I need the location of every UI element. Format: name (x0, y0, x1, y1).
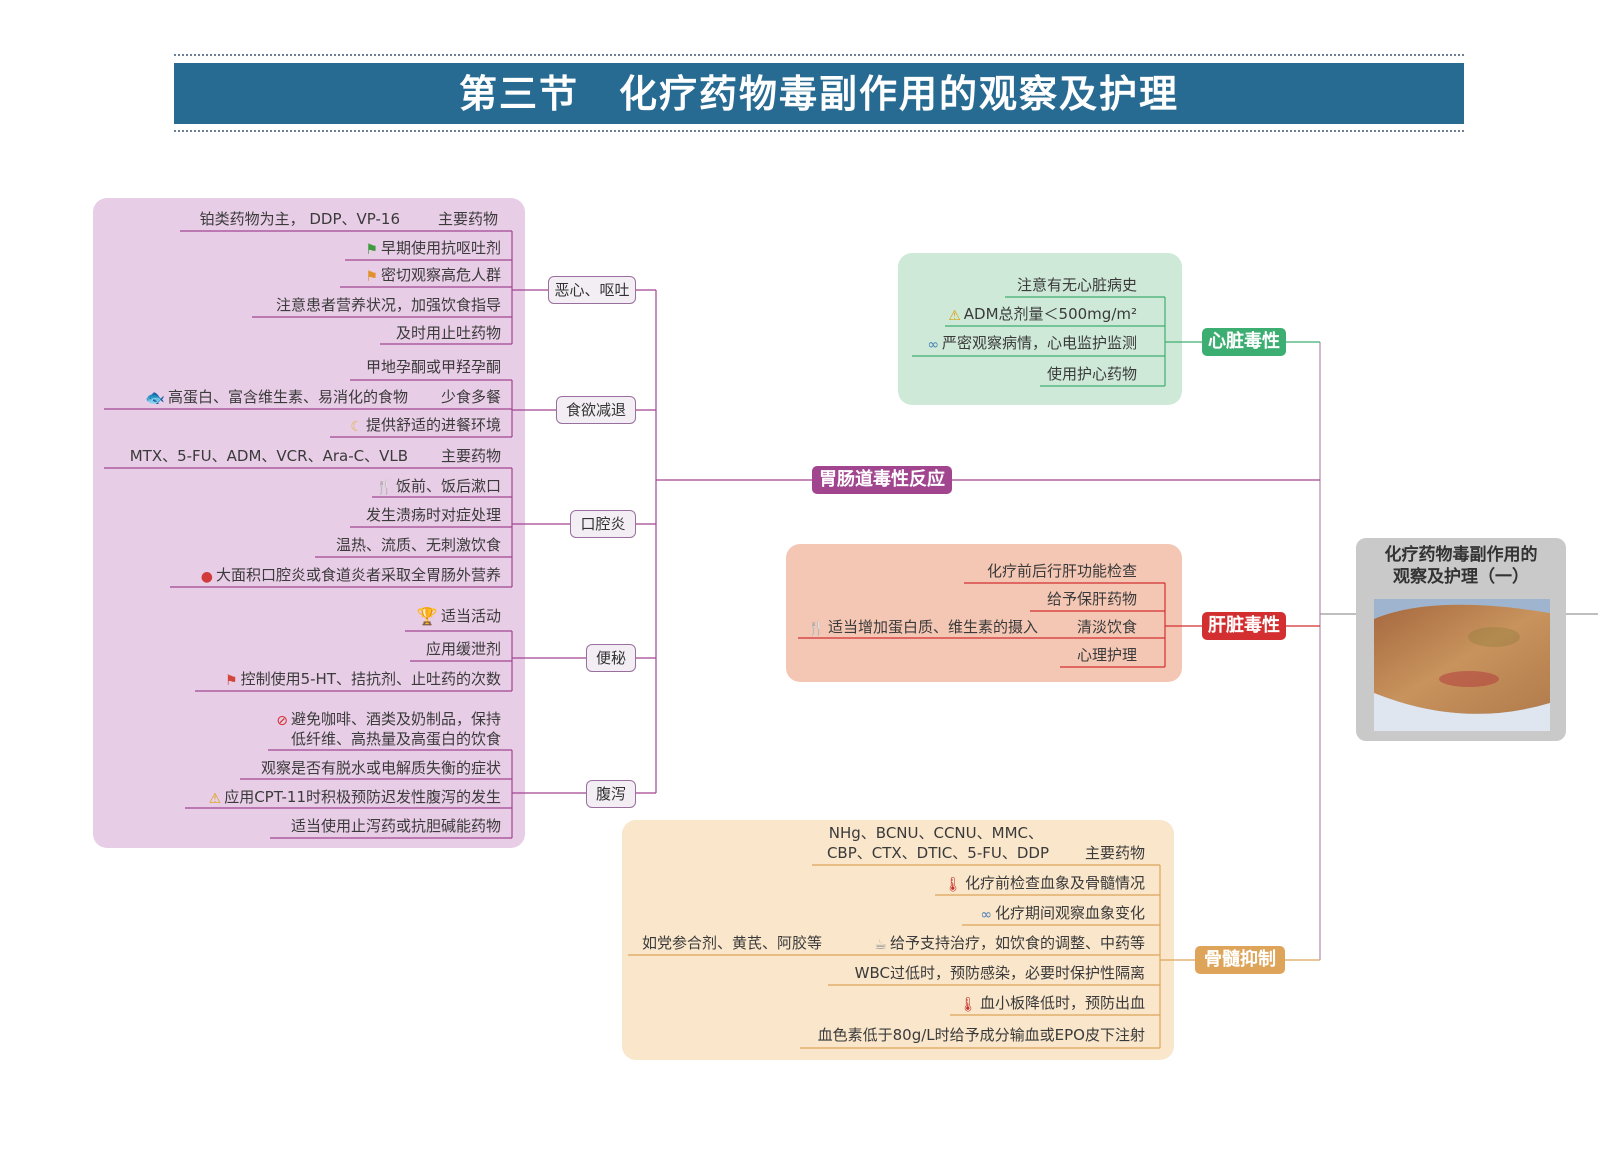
warning-icon: ⚠ (948, 308, 961, 324)
appetite-food-tag: 少食多餐 (440, 388, 501, 406)
appetite-food: 🐟高蛋白、富含维生素、易消化的食物 (145, 388, 408, 407)
constipation-laxative: 应用缓泄剂 (425, 640, 501, 658)
nausea-watch: ⚑密切观察高危人群 (365, 266, 501, 285)
stomatitis-diet: 温热、流质、无刺激饮食 (335, 536, 501, 554)
fork-knife-icon: 🍴 (807, 621, 825, 637)
appetite-progest: 甲地孕酮或甲羟孕酮 (365, 358, 501, 376)
fork-knife-icon: 🍴 (375, 480, 393, 496)
cat-stomatitis: 口腔炎 (570, 510, 636, 538)
major-heart: 心脏毒性 (1202, 328, 1286, 356)
stomatitis-rinse: 🍴饭前、饭后漱口 (375, 477, 501, 496)
warning-icon: ⚠ (208, 791, 222, 807)
diarrhea-avoid-1: ⊘避免咖啡、酒类及奶制品，保持 (276, 710, 501, 729)
page-title: 第三节 化疗药物毒副作用的观察及护理 (174, 63, 1464, 124)
glasses-icon: ∞ (927, 337, 939, 353)
nausea-stop: 及时用止吐药物 (395, 324, 501, 342)
heart-history: 注意有无心脏病史 (1016, 276, 1137, 294)
major-gi: 胃肠道毒性反应 (812, 466, 952, 494)
heart-adm: ⚠ADM总剂量＜500mg/m² (948, 305, 1137, 324)
constipation-control: ⚑控制使用5-HT、拮抗剂、止吐药的次数 (225, 670, 501, 689)
liver-drug: 给予保肝药物 (1046, 590, 1137, 608)
glasses-icon: ∞ (980, 907, 992, 923)
liver-protein: 🍴适当增加蛋白质、维生素的摄入 (807, 618, 1038, 637)
diarrhea-dehydration: 观察是否有脱水或电解质失衡的症状 (260, 759, 501, 777)
marrow-wbc: WBC过低时，预防感染，必要时保护性隔离 (854, 964, 1145, 982)
no-entry-icon: ⊘ (276, 713, 288, 729)
cat-nausea: 恶心、呕吐 (548, 276, 636, 304)
stomatitis-drug-tag: 主要药物 (440, 447, 501, 465)
flag-icon: ⚑ (365, 269, 378, 285)
marrow-support: ☕给予支持治疗，如饮食的调整、中药等 (874, 934, 1145, 953)
marrow-drugs-2: CBP、CTX、DTIC、5-FU、DDP (826, 844, 1049, 862)
moon-icon: ☾ (350, 419, 363, 435)
heart-region (898, 253, 1182, 405)
major-marrow: 骨髓抑制 (1195, 946, 1285, 974)
flag-icon: ⚑ (225, 673, 238, 689)
cup-icon: ☕ (874, 937, 887, 953)
constipation-activity: 🏆适当活动 (416, 607, 501, 627)
nausea-drug-tag: 主要药物 (437, 210, 498, 228)
appetite-env: ☾提供舒适的进餐环境 (350, 416, 501, 435)
thermometer-icon: 🌡 (959, 997, 977, 1013)
cat-constipation: 便秘 (586, 644, 636, 672)
marrow-hb: 血色素低于80g/L时给予成分输血或EPO皮下注射 (817, 1026, 1145, 1044)
liver-light: 清淡饮食 (1076, 618, 1137, 636)
fish-icon: 🐟 (145, 388, 165, 407)
heart-protect: 使用护心药物 (1046, 365, 1137, 383)
marrow-check: 🌡化疗前检查血象及骨髓情况 (944, 874, 1145, 893)
nausea-early: ⚑早期使用抗呕吐剂 (365, 239, 501, 258)
medal-icon: ● (200, 569, 213, 585)
marrow-drugs-1: NHg、BCNU、CCNU、MMC、 (828, 824, 1043, 842)
thermometer-icon: 🌡 (944, 877, 962, 893)
title-rule-top (174, 54, 1464, 56)
arm-skin-photo (1374, 599, 1550, 731)
title-rule-bottom (174, 130, 1464, 132)
heart-ecg: ∞严密观察病情，心电监护监测 (927, 334, 1137, 353)
diarrhea-cpt: ⚠应用CPT-11时积极预防迟发性腹泻的发生 (208, 788, 501, 807)
marrow-region (622, 820, 1174, 1060)
stomatitis-ulcer: 发生溃疡时对症处理 (365, 506, 501, 524)
marrow-drug-tag: 主要药物 (1084, 844, 1145, 862)
liver-check: 化疗前后行肝功能检查 (986, 562, 1137, 580)
central-topic-title: 化疗药物毒副作用的 观察及护理（一） (1384, 545, 1538, 587)
cat-appetite: 食欲减退 (556, 396, 636, 424)
nausea-nutrition: 注意患者营养状况，加强饮食指导 (275, 296, 501, 314)
marrow-plt: 🌡血小板降低时，预防出血 (959, 994, 1145, 1013)
liver-region (786, 544, 1182, 682)
central-topic: 化疗药物毒副作用的 观察及护理（一） (1356, 538, 1566, 741)
major-liver: 肝脏毒性 (1202, 612, 1286, 640)
flag-icon: ⚑ (365, 242, 378, 258)
trophy-icon: 🏆 (416, 607, 438, 627)
diarrhea-avoid-2: 低纤维、高热量及高蛋白的饮食 (290, 730, 501, 748)
stomatitis-tpn: ●大面积口腔炎或食道炎者采取全胃肠外营养 (200, 566, 501, 585)
gi-region (93, 198, 525, 848)
liver-psych: 心理护理 (1076, 646, 1137, 664)
cat-diarrhea: 腹泻 (586, 780, 636, 808)
marrow-herbs: 如党参合剂、黄芪、阿胶等 (641, 934, 822, 952)
diarrhea-antidiarrheal: 适当使用止泻药或抗胆碱能药物 (290, 817, 501, 835)
stomatitis-drug: MTX、5-FU、ADM、VCR、Ara-C、VLB (129, 447, 408, 465)
marrow-watch: ∞化疗期间观察血象变化 (980, 904, 1145, 923)
nausea-drug: 铂类药物为主， DDP、VP-16 (199, 210, 400, 228)
